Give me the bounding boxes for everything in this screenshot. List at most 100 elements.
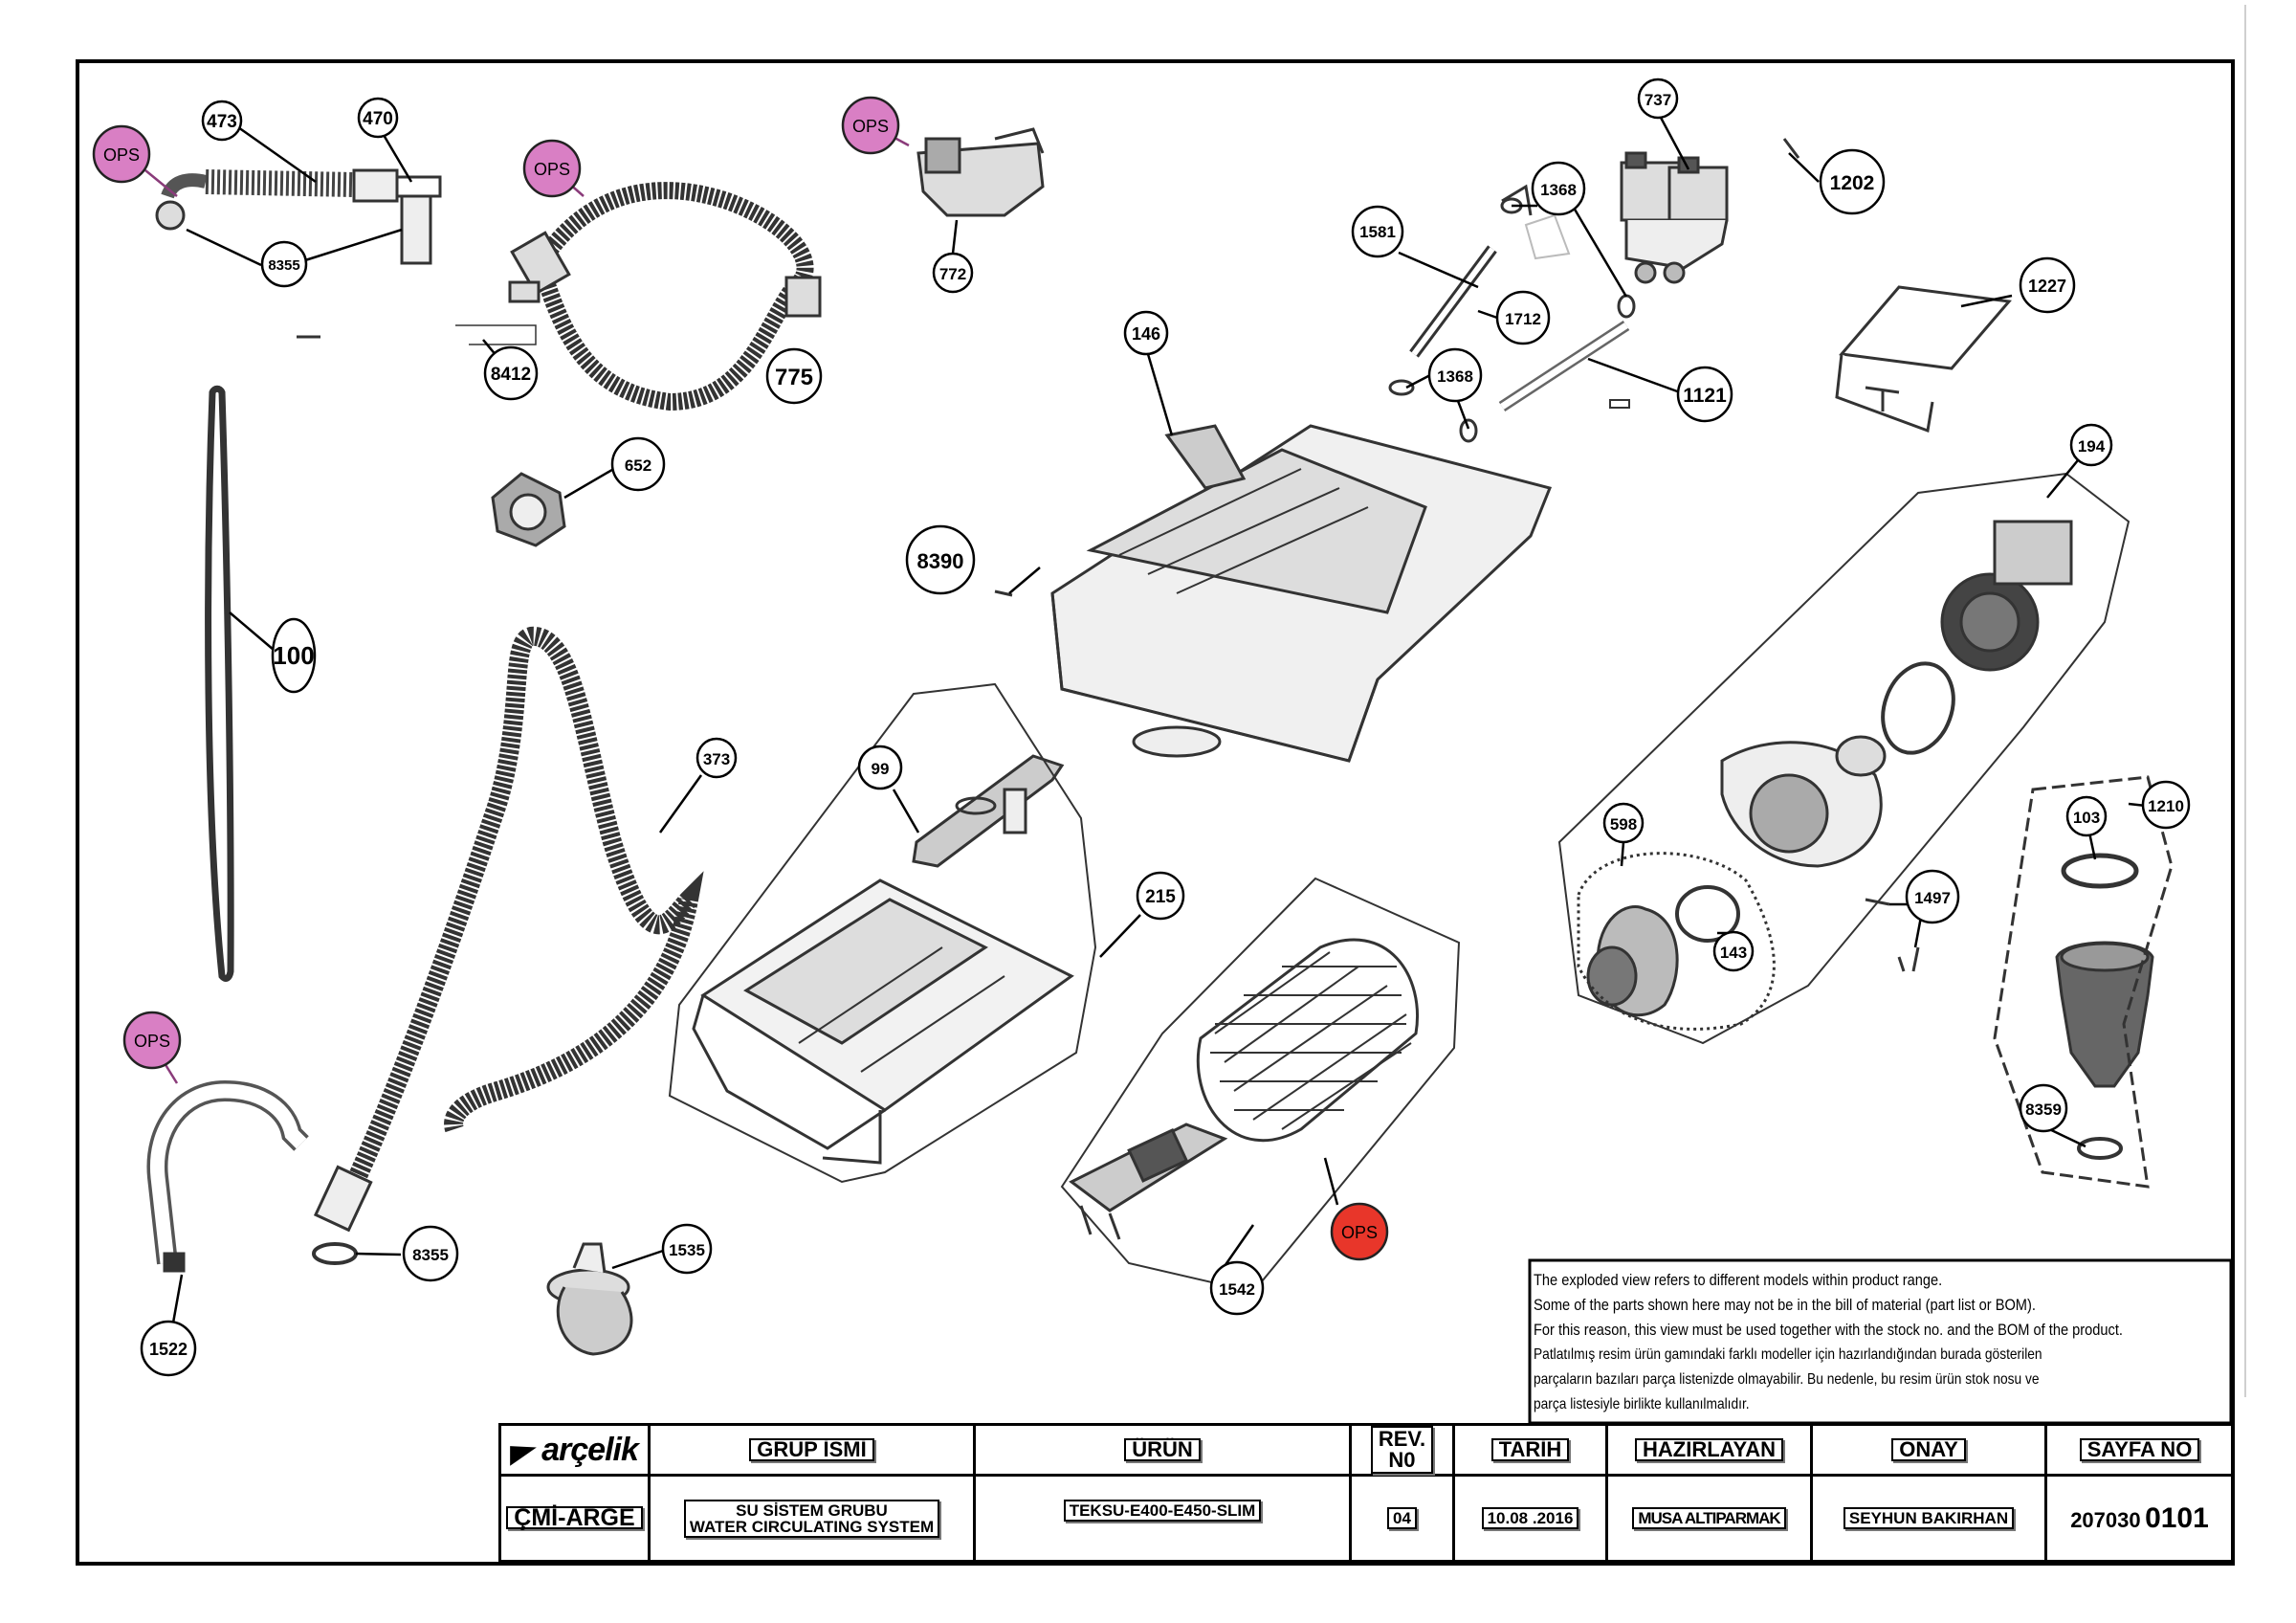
- note-line-6: parça listesiyle birlikte kullanılmalıdı…: [1534, 1396, 1750, 1412]
- prepared-cell: MUSA ALTIPARMAK: [1605, 1474, 1813, 1563]
- callout-1210: 1210: [2141, 780, 2191, 830]
- product-cell: TEKSU-E400-E450-SLIM: [973, 1474, 1352, 1563]
- svg-text:1497: 1497: [1914, 889, 1951, 907]
- part-label-1227: [1835, 285, 2012, 434]
- callout-8359: 8359: [2019, 1083, 2068, 1133]
- parts-layer: [146, 127, 2154, 1356]
- outline-filter-group: [1060, 877, 1461, 1294]
- part-drawer-215: [692, 878, 1074, 1165]
- svg-text:1535: 1535: [669, 1241, 705, 1259]
- part-drawer-housing-146: [1050, 424, 1553, 763]
- callout-1368b: 1368: [1427, 347, 1483, 403]
- page-no-cell: 207030 0101: [2044, 1474, 2235, 1563]
- svg-text:8355: 8355: [412, 1246, 449, 1264]
- outline-filter-598-group: [1577, 852, 1776, 1031]
- callout-772: 772: [932, 252, 974, 294]
- part-gasket-100: [205, 385, 234, 982]
- approved-cell: SEYHUN BAKIRHAN: [1810, 1474, 2047, 1563]
- callout-1522: 1522: [140, 1320, 197, 1377]
- svg-text:1368: 1368: [1540, 181, 1577, 199]
- callout-1712: 1712: [1495, 290, 1551, 345]
- dept-cell: ÇMİ-ARGE: [498, 1474, 651, 1563]
- outline-drawer-group: [668, 682, 1097, 1184]
- callout-146: 146: [1123, 310, 1169, 356]
- svg-text:1581: 1581: [1359, 223, 1396, 241]
- callout-215: 215: [1136, 871, 1185, 921]
- svg-text:1121: 1121: [1683, 385, 1727, 407]
- logo-cell: arçelik: [498, 1423, 651, 1477]
- part-cap-652: [491, 472, 566, 547]
- part-screw-8390: [994, 589, 1013, 597]
- note-line-5: parçaların bazıları parça listenizde olm…: [1534, 1371, 2040, 1388]
- svg-text:772: 772: [939, 265, 966, 283]
- svg-text:8355: 8355: [268, 257, 299, 274]
- disclaimer-note: The exploded view refers to different mo…: [1534, 1268, 2142, 1417]
- rev-header: REV.N0: [1349, 1423, 1455, 1477]
- svg-text:100: 100: [273, 641, 314, 670]
- note-line-4: Patlatılmış resim ürün gamındaki farklı …: [1534, 1346, 2042, 1363]
- callout-group: 473 470 8355 8412 775 772 652 100 373 83…: [140, 78, 2191, 1377]
- callout-652: 652: [610, 436, 666, 492]
- callout-1497: 1497: [1905, 869, 1960, 924]
- callout-8355a: 8355: [260, 240, 308, 288]
- svg-text:1227: 1227: [2028, 277, 2066, 296]
- svg-text:1210: 1210: [2148, 797, 2184, 815]
- callout-775: 775: [765, 347, 823, 405]
- part-siphon-99: [912, 754, 1065, 868]
- callout-1542: 1542: [1209, 1260, 1265, 1316]
- svg-text:1522: 1522: [149, 1340, 188, 1359]
- ops-marker-3: OPS: [841, 96, 900, 155]
- svg-text:143: 143: [1720, 944, 1747, 962]
- svg-text:1712: 1712: [1505, 310, 1541, 328]
- svg-text:OPS: OPS: [852, 117, 889, 136]
- callout-1121: 1121: [1676, 366, 1733, 423]
- svg-text:8359: 8359: [2025, 1101, 2062, 1119]
- note-line-3: For this reason, this view must be used …: [1534, 1321, 2123, 1339]
- ops-marker-4: OPS: [122, 1011, 182, 1070]
- group-outlines: [455, 324, 2174, 1294]
- svg-text:598: 598: [1610, 815, 1637, 834]
- svg-text:8412: 8412: [491, 365, 531, 385]
- svg-text:146: 146: [1132, 324, 1160, 344]
- part-clamp-8359: [2077, 1137, 2123, 1160]
- ops-marker-1: OPS: [92, 124, 151, 184]
- callout-103: 103: [2065, 795, 2108, 837]
- svg-text:1542: 1542: [1219, 1280, 1255, 1299]
- part-filter-598: [1586, 904, 1679, 1017]
- ops-marker-5: OPS: [1330, 1202, 1389, 1261]
- svg-text:775: 775: [775, 365, 813, 390]
- callout-1368a: 1368: [1531, 161, 1586, 216]
- svg-text:8390: 8390: [917, 549, 964, 573]
- svg-text:OPS: OPS: [134, 1032, 170, 1051]
- svg-text:373: 373: [703, 750, 730, 768]
- callout-373: 373: [695, 737, 738, 779]
- part-inlet-hose: [508, 182, 822, 411]
- svg-text:215: 215: [1145, 887, 1176, 907]
- callout-194: 194: [2069, 423, 2113, 467]
- drawing-frame: [76, 59, 2235, 1566]
- date-cell: 10.08 .2016: [1452, 1474, 1608, 1563]
- callout-8355b: 8355: [402, 1225, 459, 1282]
- svg-text:737: 737: [1645, 91, 1671, 109]
- ops-markers: OPS OPS OPS OPS OPS: [92, 96, 1389, 1261]
- part-drain-hose-end: [313, 1165, 373, 1233]
- ops-marker-2: OPS: [522, 139, 582, 198]
- svg-text:1202: 1202: [1830, 172, 1875, 194]
- product-header: ÜRÜN: [973, 1423, 1352, 1477]
- part-screw-1202: [1782, 138, 1800, 159]
- callout-1581: 1581: [1351, 205, 1404, 258]
- note-box: [1528, 1258, 2233, 1425]
- part-holder-1535: [546, 1242, 633, 1356]
- callout-1202: 1202: [1819, 148, 1886, 215]
- group-header: GRUP İSMİ: [648, 1423, 976, 1477]
- arcelik-logo: arçelik: [541, 1431, 639, 1468]
- page-header: SAYFA NO: [2044, 1423, 2235, 1477]
- note-line-1: The exploded view refers to different mo…: [1534, 1271, 1943, 1289]
- svg-text:1368: 1368: [1437, 367, 1473, 386]
- part-clamp-8355b: [312, 1242, 358, 1265]
- svg-text:473: 473: [207, 112, 237, 132]
- note-line-2: Some of the parts shown here may not be …: [1534, 1296, 2036, 1314]
- callout-1535: 1535: [661, 1223, 713, 1275]
- svg-text:194: 194: [2078, 437, 2106, 456]
- callout-8390: 8390: [905, 524, 976, 595]
